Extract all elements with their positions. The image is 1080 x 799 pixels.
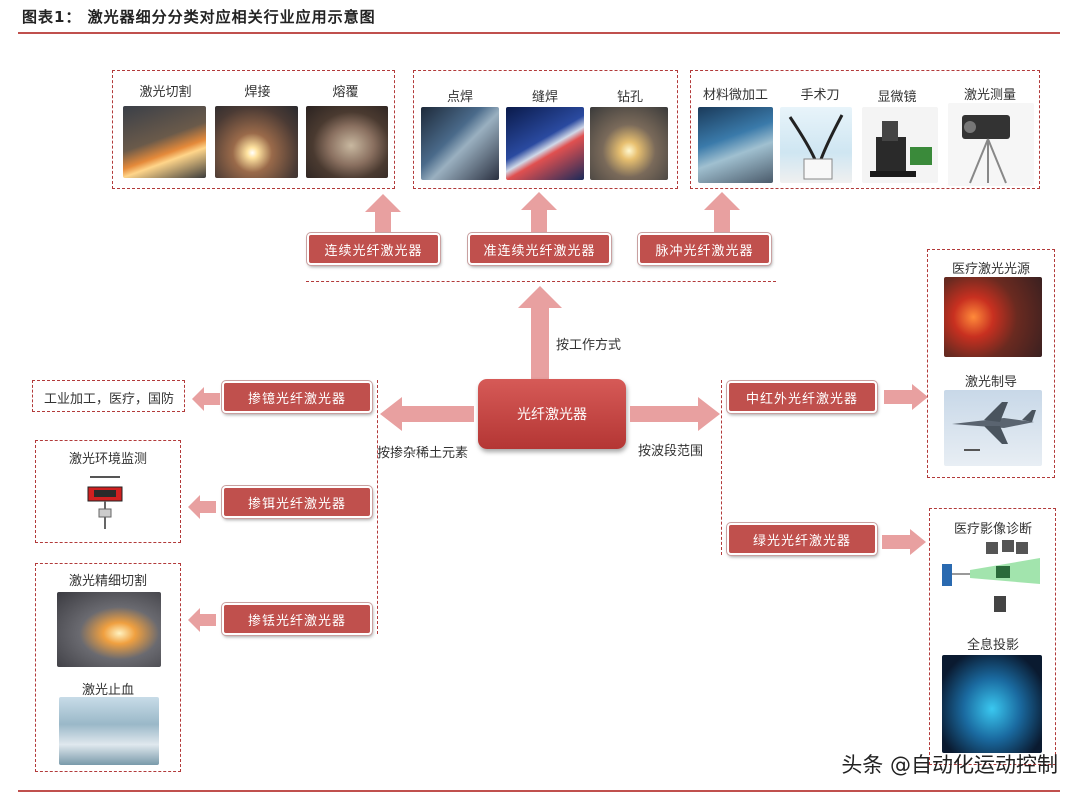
measurement-device-icon xyxy=(962,115,1010,184)
hemostasis-photo xyxy=(59,697,159,765)
cladding-photo xyxy=(306,106,388,178)
medical-light-source-photo xyxy=(944,277,1042,357)
app-label-micromachining: 材料微加工 xyxy=(702,88,768,103)
app-label-laser-cutting: 激光切割 xyxy=(139,85,192,100)
watermark: 头条 @自动化运动控制 xyxy=(841,753,1058,777)
by-work-mode-label: 按工作方式 xyxy=(556,338,622,353)
green-fiber-laser-button[interactable]: 绿光光纤激光器 xyxy=(727,523,877,555)
app-label-cladding: 熔覆 xyxy=(332,85,359,100)
fiber-laser-center-node[interactable]: 光纤激光器 xyxy=(478,379,626,449)
pulse-apps-box xyxy=(690,70,1040,189)
scalpel-device-icon xyxy=(788,114,844,180)
fine-cutting-photo xyxy=(57,592,161,667)
erbium-fiber-laser-button[interactable]: 掺铒光纤激光器 xyxy=(222,486,372,518)
by-wavelength-label: 按波段范围 xyxy=(638,444,704,459)
app-label-drilling: 钻孔 xyxy=(616,90,643,105)
fine-cutting-label: 激光精细切割 xyxy=(68,574,147,589)
arrow-left-erbium xyxy=(188,495,216,519)
holographic-projection-photo xyxy=(942,655,1042,753)
welding-photo xyxy=(215,106,298,178)
medical-light-source-label: 医疗激光光源 xyxy=(951,262,1030,277)
arrow-left-center xyxy=(380,397,474,431)
app-label-spot-welding: 点焊 xyxy=(446,90,473,105)
pulsed-fiber-laser-button[interactable]: 脉冲光纤激光器 xyxy=(638,233,771,265)
arrow-left-thulium xyxy=(188,608,216,632)
footer-rule xyxy=(18,790,1060,792)
header-rule xyxy=(18,32,1060,34)
continuous-fiber-laser-button[interactable]: 连续光纤激光器 xyxy=(307,233,440,265)
drilling-photo xyxy=(590,107,668,180)
left-group-divider xyxy=(377,380,378,634)
ytterbium-apps-label: 工业加工，医疗，国防 xyxy=(43,392,174,407)
laser-guidance-label: 激光制导 xyxy=(964,375,1017,390)
env-monitor-device-icon xyxy=(87,476,123,529)
arrow-up-continuous xyxy=(365,194,401,236)
laser-measurement-photo xyxy=(948,103,1034,186)
holographic-projection-label: 全息投影 xyxy=(966,638,1019,653)
microscope-photo xyxy=(862,107,938,183)
top-group-underline xyxy=(306,281,776,282)
app-label-laser-measurement: 激光测量 xyxy=(963,88,1016,103)
spot-welding-photo xyxy=(421,107,499,180)
app-label-welding: 焊接 xyxy=(244,85,271,100)
arrow-up-pulse xyxy=(704,192,740,236)
app-label-microscope: 显微镜 xyxy=(877,90,917,105)
arrow-left-ytterbium xyxy=(192,387,220,411)
thulium-fiber-laser-button[interactable]: 掺铥光纤激光器 xyxy=(222,603,372,635)
arrow-right-green xyxy=(882,529,926,555)
medical-imaging-label: 医疗影像诊断 xyxy=(953,522,1032,537)
erbium-apps-box xyxy=(35,440,181,543)
env-monitoring-label: 激光环境监测 xyxy=(68,452,147,467)
microscope-icon xyxy=(870,121,932,177)
quasi-continuous-fiber-laser-button[interactable]: 准连续光纤激光器 xyxy=(468,233,611,265)
arrow-right-mid-ir xyxy=(884,384,928,410)
ytterbium-fiber-laser-button[interactable]: 掺镱光纤激光器 xyxy=(222,381,372,413)
right-group-divider xyxy=(721,380,722,555)
app-label-seam-welding: 缝焊 xyxy=(531,90,558,105)
micromachining-photo xyxy=(698,107,773,183)
figure-title: 图表1： 激光器细分分类对应相关行业应用示意图 xyxy=(22,8,376,26)
thulium-apps-box xyxy=(35,563,181,772)
quasi-apps-box xyxy=(413,70,678,189)
medical-imaging-diagram xyxy=(942,540,1040,612)
continuous-apps-box xyxy=(112,70,395,189)
green-apps-box xyxy=(929,508,1056,765)
seam-welding-photo xyxy=(506,107,584,180)
by-doping-label: 按掺杂稀土元素 xyxy=(377,446,469,461)
arrow-right-center xyxy=(630,397,720,431)
ytterbium-apps-box xyxy=(32,380,185,412)
app-label-scalpel: 手术刀 xyxy=(800,88,840,103)
scalpel-photo xyxy=(780,107,852,183)
arrow-up-center xyxy=(518,286,562,379)
mid-ir-apps-box xyxy=(927,249,1055,478)
laser-hemostasis-label: 激光止血 xyxy=(81,683,134,698)
arrow-up-quasi xyxy=(521,192,557,236)
fighter-jet-icon xyxy=(952,402,1036,451)
laser-guidance-photo xyxy=(944,390,1042,466)
laser-cutting-photo xyxy=(123,106,206,178)
mid-infrared-fiber-laser-button[interactable]: 中红外光纤激光器 xyxy=(727,381,877,413)
